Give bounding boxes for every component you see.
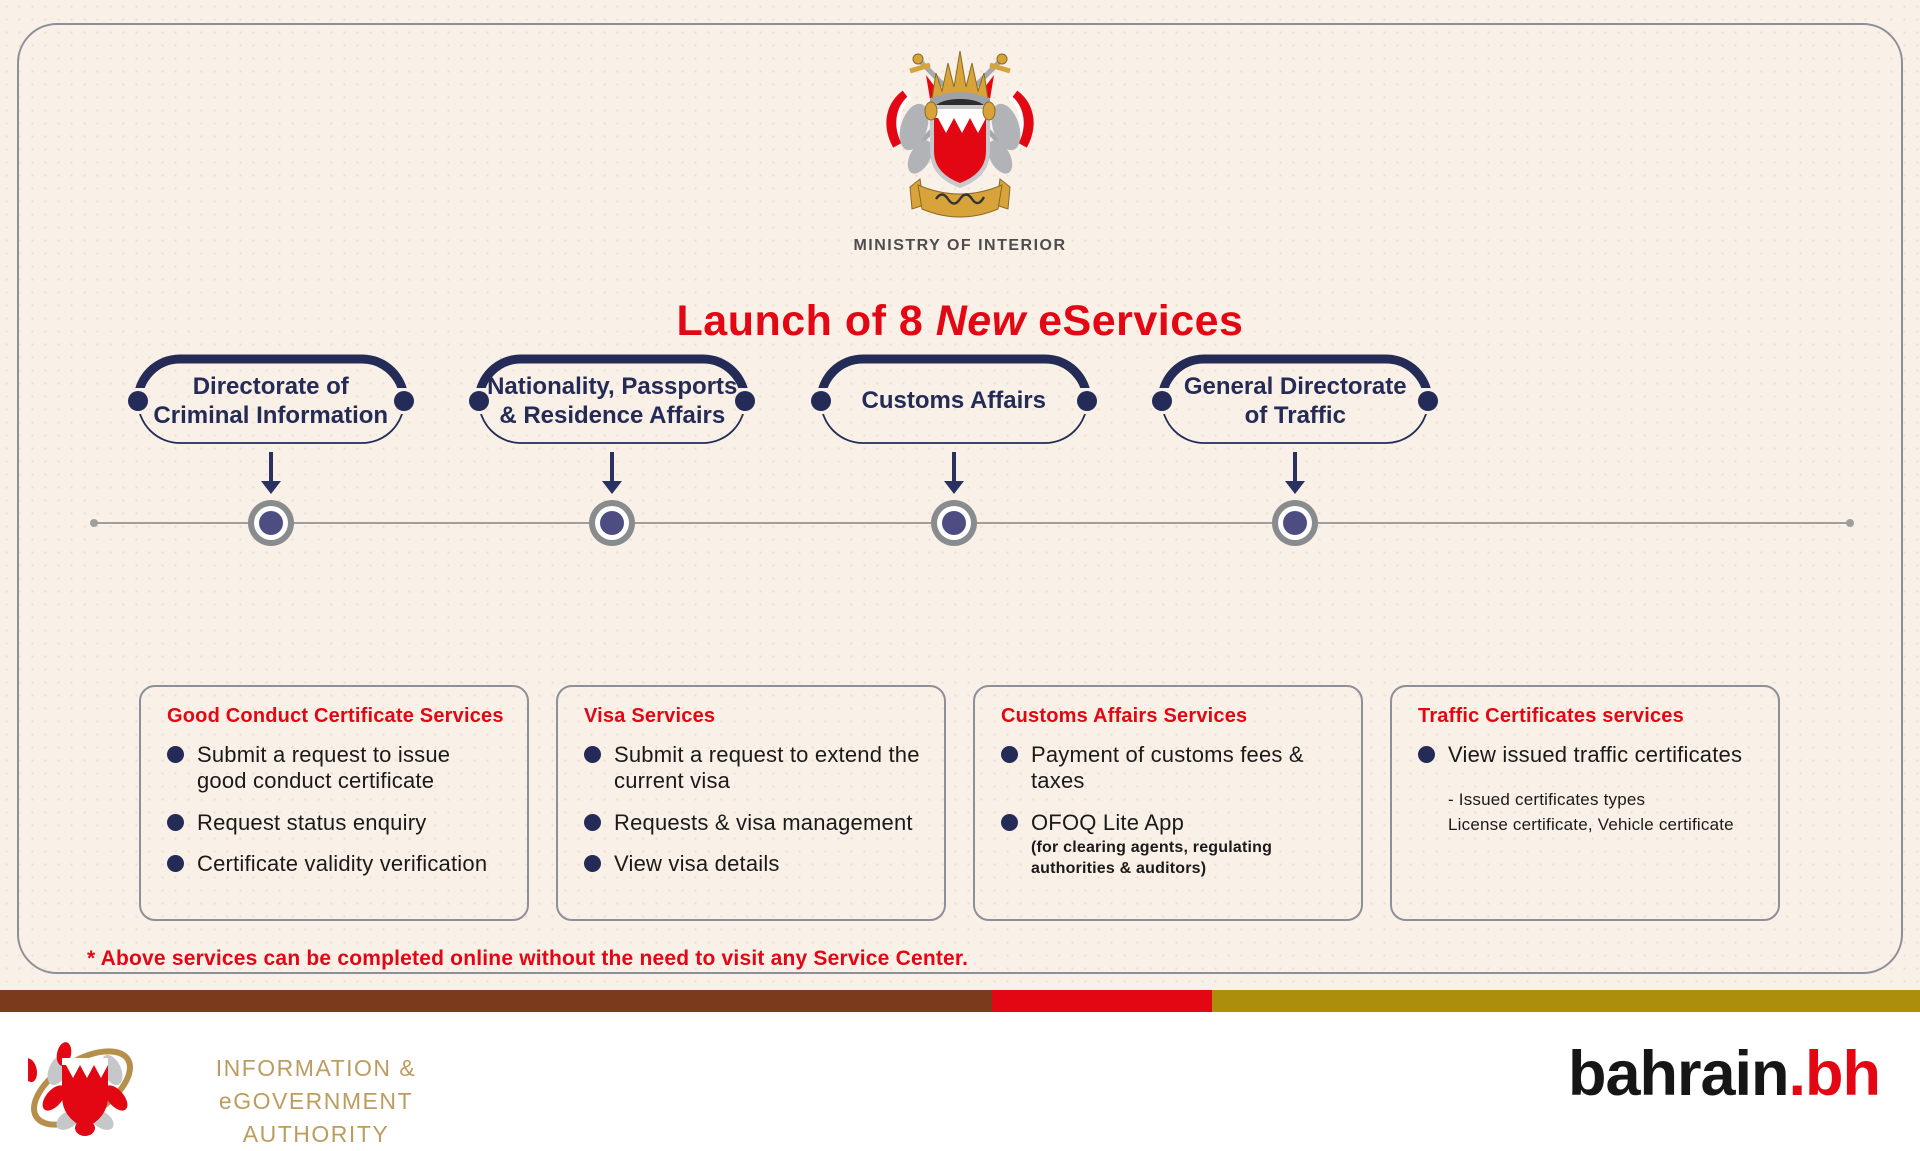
service-note: (for clearing agents, regulating authori… (1031, 839, 1273, 877)
pill-label: Directorate of Criminal Information (128, 354, 414, 448)
card-visa-services: Visa Services Submit a request to extend… (556, 685, 946, 921)
card-title: Good Conduct Certificate Services (167, 705, 504, 727)
bullet-icon (584, 855, 601, 873)
pill-customs-affairs: Customs Affairs (810, 354, 1097, 448)
pill-label-line1: Nationality, Passports (487, 372, 738, 400)
divider-bars (0, 990, 1920, 1012)
pill-label-line2: of Traffic (1244, 402, 1346, 429)
service-text: Requests & visa management (614, 809, 913, 835)
card-title: Visa Services (584, 705, 716, 727)
bar-gold (1212, 990, 1920, 1012)
timeline-node (1272, 500, 1319, 546)
bullet-icon (167, 746, 184, 763)
list-item: Submit a request to extend the current v… (584, 742, 922, 795)
bar-brown (0, 990, 992, 1012)
brand-black: bahrain (1567, 1039, 1790, 1109)
list-item: Submit a request to issue good conduct c… (167, 742, 505, 795)
bullet-icon (1001, 746, 1018, 763)
services-cards-row: Good Conduct Certificate Services Submit… (139, 685, 1780, 921)
service-subtext: License certificate, Vehicle certificate (1448, 815, 1734, 835)
crest-caption: MINISTRY OF INTERIOR (853, 237, 1067, 254)
bullet-icon (1001, 813, 1018, 831)
title-suffix: eServices (1025, 297, 1244, 345)
footnote: * Above services can be completed online… (87, 947, 969, 970)
brand-red: .bh (1788, 1039, 1881, 1109)
branch-customs-affairs: Customs Affairs (783, 354, 1125, 546)
service-text-block: OFOQ Lite App (for clearing agents, regu… (1031, 810, 1339, 880)
timeline-node (247, 500, 294, 546)
branch-nationality-passports: Nationality, Passports & Residence Affai… (442, 354, 784, 546)
card-traffic-certificates: Traffic Certificates services View issue… (1390, 685, 1780, 921)
service-text: OFOQ Lite App (1031, 809, 1185, 835)
list-item: OFOQ Lite App (for clearing agents, regu… (1001, 810, 1339, 880)
list-item: Request status enquiry (167, 810, 505, 836)
service-list: Submit a request to issue good conduct c… (167, 742, 505, 878)
service-text-block: View issued traffic certificates - Issue… (1448, 742, 1742, 838)
pill-label-line2: & Residence Affairs (499, 402, 726, 429)
service-text: View visa details (614, 851, 780, 877)
service-sublist: - Issued certificates types License cert… (1448, 788, 1742, 837)
bullet-icon (167, 855, 184, 873)
card-title: Traffic Certificates services (1418, 705, 1684, 727)
pill-label-line1: Directorate of (192, 372, 349, 400)
list-item: Certificate validity verification (167, 851, 505, 877)
card-customs-services: Customs Affairs Services Payment of cust… (973, 685, 1363, 921)
service-list: View issued traffic certificates - Issue… (1418, 742, 1756, 838)
service-text: Submit a request to extend the current v… (614, 742, 920, 794)
service-subtext: - Issued certificates types (1448, 790, 1646, 810)
bar-red (992, 990, 1212, 1012)
poster-frame: MINISTRY OF INTERIOR Launch of 8 New eSe… (17, 23, 1903, 974)
pill-criminal-information: Directorate of Criminal Information (127, 354, 414, 448)
agency-line2: eGOVERNMENT AUTHORITY (218, 1088, 414, 1147)
pill-label: Nationality, Passports & Residence Affai… (469, 354, 755, 448)
branch-criminal-information: Directorate of Criminal Information (100, 354, 442, 546)
pill-nationality-passports: Nationality, Passports & Residence Affai… (469, 354, 756, 448)
timeline-node (930, 500, 977, 546)
service-text: Request status enquiry (197, 809, 427, 835)
branch-traffic: General Directorate of Traffic (1125, 354, 1467, 546)
service-text: Submit a request to issue good conduct c… (197, 742, 451, 794)
service-text: Certificate validity verification (197, 851, 488, 877)
timeline-node (589, 500, 636, 546)
pill-label: Customs Affairs (811, 354, 1097, 448)
down-arrow-icon (610, 452, 615, 482)
bahrain-bh-logo: bahrain.bh (1567, 1038, 1881, 1110)
bullet-icon (1418, 746, 1435, 763)
title-prefix: Launch of 8 (676, 297, 936, 345)
iga-emblem-icon (22, 1032, 144, 1147)
agency-name: INFORMATION & eGOVERNMENT AUTHORITY (148, 1052, 484, 1151)
ministry-of-interior-crest-icon (860, 45, 1060, 240)
title-emphasis: New (935, 297, 1026, 345)
footer: INFORMATION & eGOVERNMENT AUTHORITY bahr… (0, 1012, 1920, 1147)
card-good-conduct: Good Conduct Certificate Services Submit… (139, 685, 529, 921)
agency-line1: INFORMATION & (215, 1055, 417, 1081)
down-arrow-icon (951, 452, 956, 482)
bullet-icon (584, 813, 601, 831)
bullet-icon (167, 813, 184, 831)
down-arrow-icon (268, 452, 273, 482)
pill-label-line1: General Directorate (1183, 372, 1407, 400)
pill-label-line2: Criminal Information (153, 402, 389, 429)
service-list: Submit a request to extend the current v… (584, 742, 922, 878)
down-arrow-icon (1293, 452, 1298, 482)
pill-traffic: General Directorate of Traffic (1152, 354, 1439, 448)
pill-label: General Directorate of Traffic (1152, 354, 1438, 448)
page-title: Launch of 8 New eServices (19, 297, 1901, 346)
pill-label-line1: Customs Affairs (861, 387, 1046, 415)
service-text: Payment of customs fees & taxes (1031, 742, 1304, 794)
list-item: View issued traffic certificates - Issue… (1418, 742, 1756, 838)
list-item: Payment of customs fees & taxes (1001, 742, 1339, 795)
directorates-row: Directorate of Criminal Information (100, 354, 1466, 546)
poster-background: MINISTRY OF INTERIOR Launch of 8 New eSe… (0, 0, 1920, 990)
service-list: Payment of customs fees & taxes OFOQ Lit… (1001, 742, 1339, 880)
service-text: View issued traffic certificates (1448, 742, 1743, 767)
list-item: View visa details (584, 851, 922, 877)
list-item: Requests & visa management (584, 810, 922, 836)
bullet-icon (584, 746, 601, 763)
card-title: Customs Affairs Services (1001, 705, 1248, 727)
